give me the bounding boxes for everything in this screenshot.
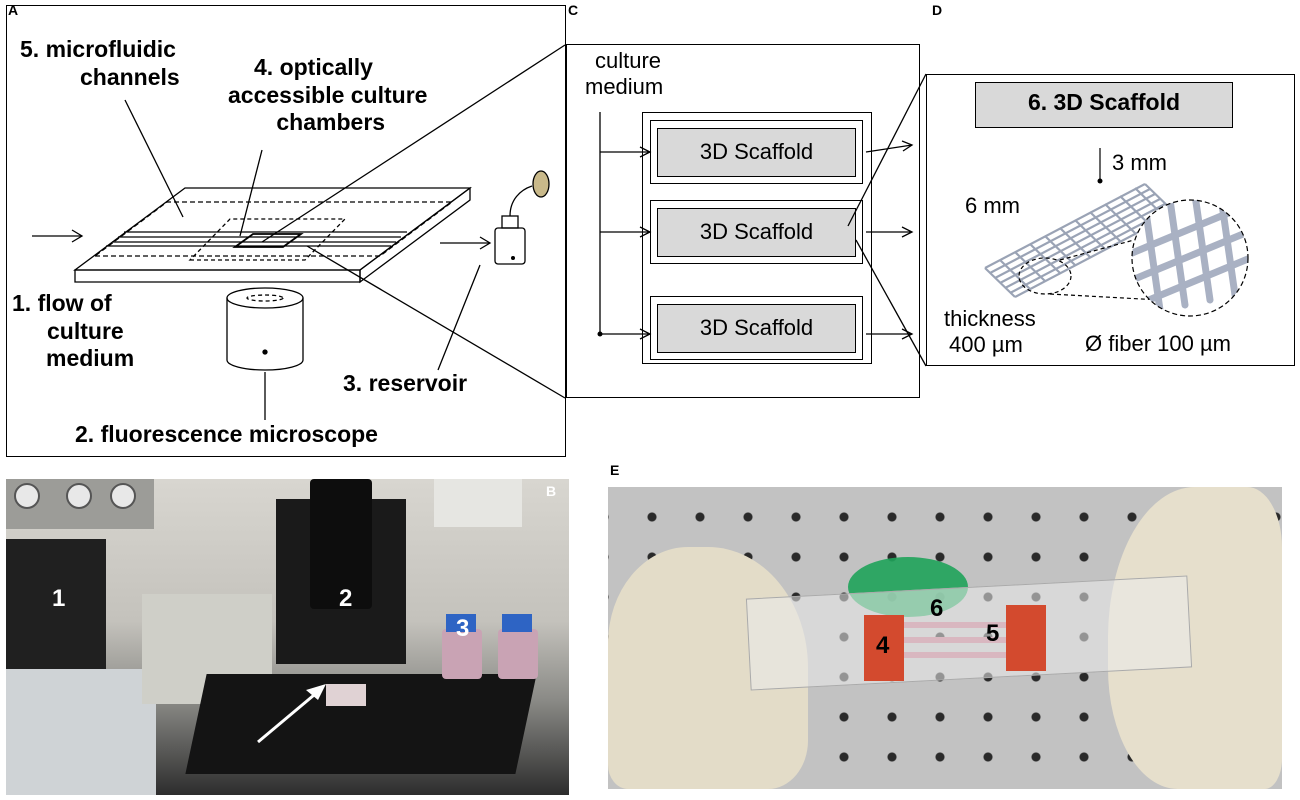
- label-line: culture: [595, 48, 662, 73]
- scaffold-title: 6. 3D Scaffold: [1027, 89, 1181, 115]
- scaffold-mesh: [984, 183, 1176, 298]
- panel-d-frame: [926, 74, 1295, 366]
- scaffold-title-box: [975, 82, 1233, 128]
- label-line: culture: [47, 317, 124, 344]
- culture-chambers-label: 4. optically accessible culture chambers: [228, 54, 427, 137]
- channel-strip: [904, 652, 1006, 658]
- panel-c-frame: [566, 44, 920, 398]
- gauge: [14, 483, 40, 509]
- red-reservoir-left: [864, 615, 904, 681]
- photo-label-5: 5: [986, 620, 1000, 647]
- flow-label: 1. flow of culture medium: [12, 290, 134, 373]
- length-label: 6 mm: [965, 193, 1020, 218]
- microfluidic-channels-label: 5. microfluidic channels: [20, 36, 180, 91]
- label-line: thickness: [944, 306, 1036, 331]
- culture-medium-label: culture medium: [575, 48, 663, 101]
- scaffold-box-1: [657, 128, 856, 177]
- scaffold-box-2: [657, 208, 856, 257]
- panel-letter-d: D: [932, 2, 943, 18]
- power-socket: [434, 479, 522, 527]
- panel-e-photo: [608, 487, 1282, 789]
- bottle-cap: [446, 614, 476, 632]
- channel-strip: [904, 637, 1006, 643]
- scaffold-box-3: [657, 304, 856, 353]
- channel-strip: [904, 622, 1006, 628]
- red-reservoir-right: [1006, 605, 1046, 671]
- panel-b-photo: [6, 479, 569, 795]
- label-line: medium: [46, 345, 135, 372]
- microscope-label: 2. fluorescence microscope: [75, 421, 378, 447]
- photo-label-2: 2: [339, 585, 353, 612]
- gauge: [66, 483, 92, 509]
- panel-letter-a: A: [8, 2, 19, 18]
- label-line: channels: [80, 63, 180, 90]
- chip: [326, 684, 366, 706]
- panel-a-frame: [6, 5, 566, 457]
- label-line: 5. microfluidic: [20, 36, 176, 62]
- scaffold-label: 3D Scaffold: [699, 219, 814, 244]
- reservoir-label: 3. reservoir: [343, 370, 468, 396]
- fiber-diameter-label: Ø fiber 100 µm: [1085, 331, 1231, 356]
- scaffold-outer-3: [650, 296, 863, 360]
- label-line: 400 µm: [949, 332, 1023, 358]
- gauge: [110, 483, 136, 509]
- chip-outline: [642, 112, 872, 364]
- panel-letter-e: E: [610, 462, 620, 478]
- bottle-cap: [502, 614, 532, 632]
- scaffold-label: 3D Scaffold: [699, 139, 814, 164]
- scaffold-label: 3D Scaffold: [699, 315, 814, 340]
- label-line: chambers: [276, 109, 386, 136]
- thickness-label: thickness 400 µm: [944, 306, 1036, 359]
- width-label: 3 mm: [1112, 150, 1167, 175]
- objective: [310, 479, 372, 609]
- panel-letter-c: C: [568, 2, 579, 18]
- photo-label-1: 1: [52, 585, 66, 612]
- label-line: 4. optically: [254, 54, 373, 80]
- photo-label-3: 3: [456, 615, 470, 642]
- white-cooler: [6, 669, 156, 795]
- panel-letter-b: B: [546, 483, 557, 499]
- bottle: [498, 629, 538, 679]
- bottle: [442, 629, 482, 679]
- label-line: 1. flow of: [12, 290, 112, 316]
- label-line: accessible culture: [228, 81, 428, 108]
- label-line: medium: [585, 74, 664, 100]
- photo-label-6: 6: [930, 595, 944, 622]
- photo-label-4: 4: [876, 632, 890, 659]
